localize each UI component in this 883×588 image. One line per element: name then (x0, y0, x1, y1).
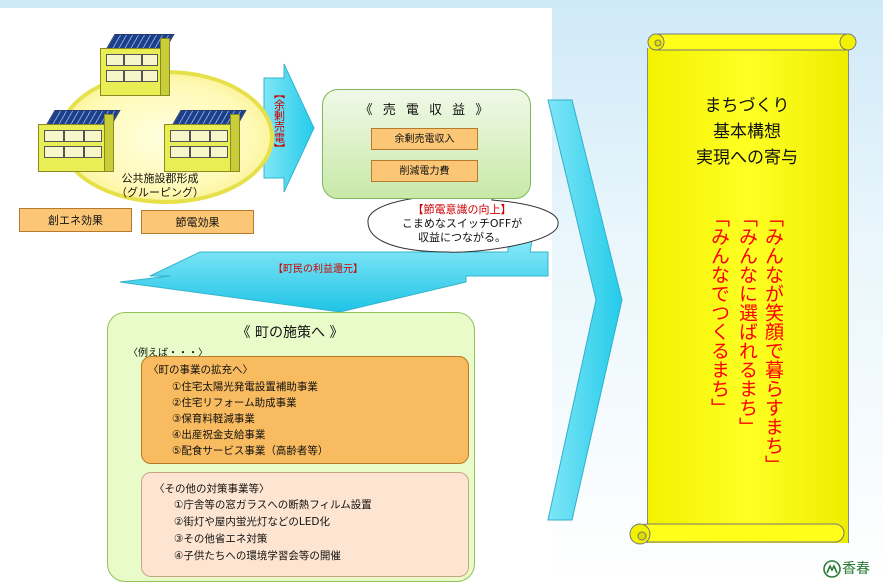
slogan-smile: 「みんなが笑顔で暮らすまち」 (762, 208, 784, 474)
expansion-item: ②住宅リフォーム助成事業 (172, 397, 297, 409)
scroll-heading-line2: 基本構想 (713, 122, 781, 142)
other-item: ②街灯や屋内蛍光灯などのLED化 (174, 516, 330, 528)
expansion-item: ①住宅太陽光発電設置補助事業 (172, 381, 318, 393)
town-logo-icon (823, 560, 841, 578)
big-arrow-to-scroll (547, 99, 623, 521)
expansion-item: ③保育料軽減事業 (172, 413, 255, 425)
callout-line2: こまめなスイッチOFFが (401, 217, 523, 230)
scroll-heading: まちづくり 基本構想 実現への寄与 (647, 93, 847, 171)
scroll-bottom-roll (629, 523, 845, 545)
other-heading: 〈その他の対策事業等〉 (154, 483, 270, 495)
scroll-body (647, 48, 849, 543)
power-saving-effect-box: 節電効果 (141, 210, 254, 234)
scroll-heading-line3: 実現への寄与 (696, 148, 798, 168)
scroll-heading-line1: まちづくり (704, 96, 790, 116)
cluster-label: 公共施設郡形成 （グルーピング） (80, 172, 240, 200)
benefit-arrow-label: 【町民の利益還元】 (273, 264, 363, 275)
other-item: ④子供たちへの環境学習会等の開催 (174, 550, 341, 562)
other-item: ③その他省エネ対策 (174, 533, 268, 545)
slogan-build-together: 「みんなでつくるまち」 (708, 208, 730, 417)
expansion-item: ④出産祝金支給事業 (172, 429, 266, 441)
other-measures-box: 〈その他の対策事業等〉 ①庁舎等の窓ガラスへの断熱フィルム設置 ②街灯や屋内蛍光… (141, 472, 469, 577)
business-expansion-box: 〈町の事業の拡充へ〉 ①住宅太陽光発電設置補助事業 ②住宅リフォーム助成事業 ③… (141, 356, 469, 464)
slogan-chosen: 「みんなに選ばれるまち」 (736, 208, 758, 436)
sales-item-surplus-income: 余剰売電収入 (371, 128, 478, 150)
cluster-label-line1: 公共施設郡形成 (121, 172, 199, 185)
solar-building-icon (32, 110, 121, 176)
surplus-arrow-label-text: 【余剰売電】 (272, 88, 286, 154)
callout-line1: 【節電意識の向上】 (412, 203, 512, 216)
policy-example-label: 〈例えば・・・〉 (128, 348, 208, 359)
callout-line3: 収益につながる。 (418, 231, 506, 244)
surplus-arrow-label: 【余剰売電】 (269, 88, 289, 157)
town-policy-title: 《 町の施策へ 》 (236, 325, 344, 341)
sales-revenue-title: 《 売 電 収 益 》 (359, 103, 492, 118)
surplus-arrow (263, 63, 315, 193)
scroll-top-roll (647, 33, 857, 51)
solar-building-icon (158, 110, 247, 176)
cluster-label-line2: （グルーピング） (116, 186, 204, 199)
expansion-item: ⑤配食サービス事業（高齢者等） (172, 445, 329, 457)
town-logo-text: 香春 (842, 561, 870, 577)
sales-item-reduced-cost: 削減電力費 (371, 160, 478, 182)
expansion-heading: 〈町の事業の拡充へ〉 (148, 364, 253, 376)
energy-creation-effect-box: 創エネ効果 (19, 208, 132, 232)
callout-text: 【節電意識の向上】 こまめなスイッチOFFが 収益につながる。 (364, 203, 560, 245)
solar-building-icon (92, 34, 175, 100)
other-item: ①庁舎等の窓ガラスへの断熱フィルム設置 (174, 499, 372, 511)
